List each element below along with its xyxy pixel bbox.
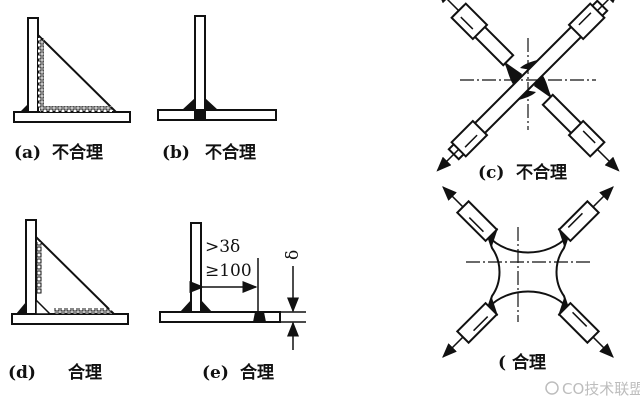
figure-d-tag: (d): [8, 363, 36, 383]
vertical-plate: [194, 15, 206, 111]
base-plate: [157, 109, 277, 121]
figure-e: >3δ ≥100 δ (e) 合理: [159, 222, 306, 383]
watermark: CO技术联盟: [545, 380, 640, 398]
figure-a-verdict: 不合理: [52, 142, 103, 163]
figure-d-verdict: 合理: [68, 362, 102, 383]
weld-seam-horizontal: [54, 308, 112, 314]
gusset-plate: [37, 32, 119, 113]
figure-b: (b) 不合理: [157, 15, 277, 163]
figure-f-verdict: 合理: [512, 352, 546, 373]
figure-a-tag: (a): [14, 143, 41, 163]
fillet-weld: [16, 302, 26, 314]
gusset-plate: [35, 234, 117, 315]
weld-seam-vertical: [38, 38, 44, 108]
base-plate: [159, 311, 281, 323]
corner-cut: [35, 298, 52, 315]
base-plate: [13, 111, 131, 123]
figure-c: (c) 不合理: [436, 0, 620, 183]
figure-e-tag: (e): [202, 363, 229, 383]
figure-c-verdict: 不合理: [516, 162, 567, 183]
vertical-plate: [190, 222, 202, 313]
center-plate: [487, 235, 569, 309]
figure-c-tag: (c): [478, 163, 504, 183]
fillet-weld-right: [201, 300, 212, 312]
dimension-min-100: ≥100: [205, 261, 252, 281]
base-plate: [11, 313, 129, 325]
figure-d: (d) 合理: [8, 219, 129, 383]
thickness-symbol: δ: [283, 250, 303, 260]
figure-b-verdict: 不合理: [205, 142, 256, 163]
vertical-plate: [27, 17, 39, 113]
figure-a: (a) 不合理: [13, 17, 131, 163]
figure-e-verdict: 合理: [240, 362, 274, 383]
watermark-text: CO技术联盟: [562, 380, 640, 398]
weld-seam-vertical: [36, 242, 42, 294]
fillet-weld-left: [180, 300, 191, 312]
figure-f: ( 合理: [442, 186, 614, 373]
fillet-weld: [20, 104, 28, 112]
wechat-icon: [545, 381, 559, 395]
figure-f-tag: (: [498, 353, 506, 373]
figure-b-tag: (b): [162, 143, 190, 163]
fillet-weld-left: [182, 98, 195, 110]
butt-weld: [253, 312, 266, 322]
fillet-weld-right: [205, 98, 218, 110]
dimension-min-3delta: >3δ: [205, 237, 240, 257]
butt-weld: [194, 110, 206, 120]
vertical-plate: [25, 219, 37, 315]
weld-seam-horizontal: [40, 106, 112, 112]
